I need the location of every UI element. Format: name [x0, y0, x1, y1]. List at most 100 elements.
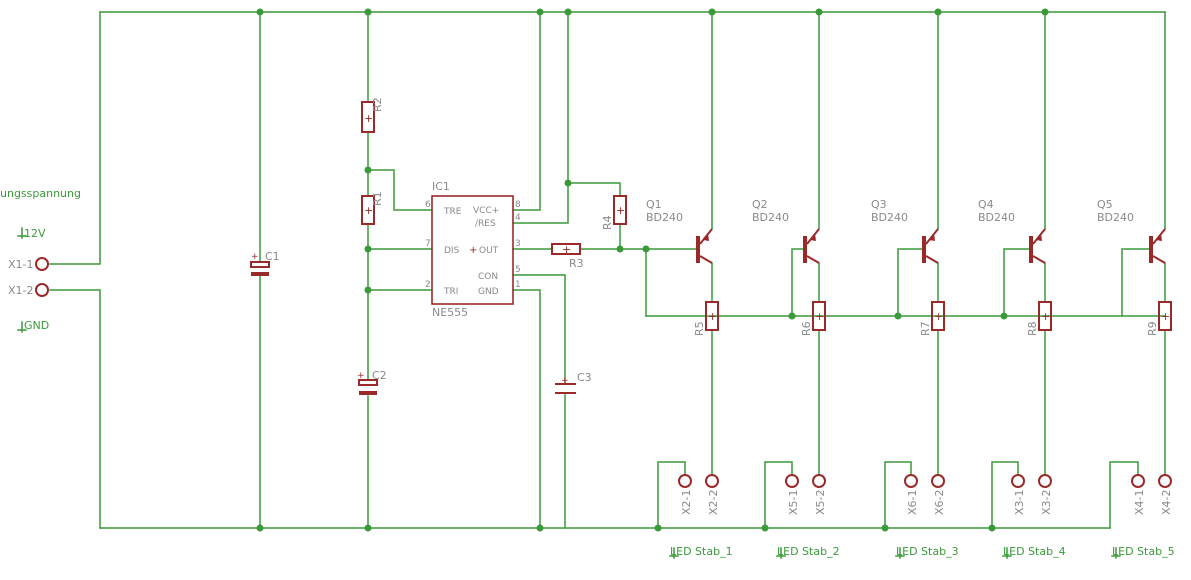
net-label-led-stab-2: LED Stab_2: [777, 545, 840, 558]
pin-num-res: 4: [515, 213, 521, 223]
connector-pad: [785, 474, 799, 488]
junction-dot: [881, 524, 889, 532]
ref-r4: R4: [601, 215, 614, 230]
pin-label-x1-1: X1-1: [8, 258, 34, 271]
net-label-12v: 12V: [24, 227, 46, 240]
pin-name-tri: TRI: [443, 287, 458, 297]
led-net-labels: LED Stab_1 LED Stab_2 LED Stab_3 LED Sta…: [670, 545, 1175, 558]
pin-label-x5-2: X5-2: [814, 489, 827, 515]
junction-dot: [536, 524, 544, 532]
pin-num-tri: 2: [425, 280, 431, 290]
ref-r6: R6: [800, 321, 813, 336]
junction-dot: [642, 245, 650, 253]
junction-dot: [988, 524, 996, 532]
ref-q4: Q4: [978, 198, 994, 211]
pin-name-out: OUT: [479, 246, 499, 256]
svg-text:+: +: [708, 310, 717, 323]
ref-r2: R2: [371, 97, 384, 112]
net-label-led-stab-1: LED Stab_1: [670, 545, 733, 558]
connector-pad: [931, 474, 945, 488]
pin-num-out: 3: [515, 239, 521, 249]
connector-pad: [904, 474, 918, 488]
pin-label-x2-1: X2-1: [680, 489, 693, 515]
svg-text:+: +: [616, 204, 625, 217]
junctions: [256, 8, 1049, 532]
ic-value: NE555: [432, 306, 468, 319]
svg-text:+: +: [815, 310, 824, 323]
connector-x6: X6-1 X6-2: [904, 474, 946, 515]
transistor-q5: Q5 BD240: [1097, 198, 1166, 264]
pin-num-con: 5: [515, 265, 521, 275]
ref-c3: C3: [577, 371, 592, 384]
pin-name-tre: TRE: [443, 207, 462, 217]
ic-ne555: IC1 NE555 6 TRE 7 DIS 2 TRI 8 VCC+ 4 /RE…: [425, 180, 521, 319]
svg-text:+: +: [364, 204, 373, 217]
junction-dot: [564, 179, 572, 187]
net-label-led-stab-3: LED Stab_3: [896, 545, 959, 558]
svg-text:+: +: [364, 112, 373, 125]
pin-name-con: CON: [478, 272, 498, 282]
connector-x3: X3-1 X3-2: [1011, 474, 1053, 515]
junction-dot: [364, 524, 372, 532]
pin-label-x3-1: X3-1: [1013, 489, 1026, 515]
connector-pad: [705, 474, 719, 488]
pin-name-gnd: GND: [478, 287, 499, 297]
value-q2: BD240: [752, 211, 789, 224]
junction-dot: [934, 8, 942, 16]
svg-text:+: +: [934, 310, 943, 323]
value-q1: BD240: [646, 211, 683, 224]
junction-dot: [564, 8, 572, 16]
connector-x1: ungsspannung 12V X1-1 X1-2 GND: [0, 187, 81, 332]
junction-dot: [708, 8, 716, 16]
capacitor-c2: + C2: [357, 369, 387, 395]
net-label-gnd: GND: [24, 319, 49, 332]
pin-name-dis: DIS: [444, 246, 460, 256]
connector-x4: X4-1 X4-2: [1131, 474, 1173, 515]
ic-ref: IC1: [432, 180, 450, 193]
ref-r9: R9: [1146, 321, 1159, 336]
ref-r5: R5: [693, 321, 706, 336]
ref-r8: R8: [1026, 321, 1039, 336]
resistor-r2: + R2: [361, 97, 384, 133]
pin-label-x2-2: X2-2: [707, 489, 720, 515]
junction-dot: [815, 8, 823, 16]
connector-x5: X5-1 X5-2: [785, 474, 827, 515]
resistor-r1: + R1: [361, 191, 384, 225]
resistor-r9: + R9: [1146, 301, 1172, 336]
resistor-r4: + R4: [601, 195, 627, 230]
ref-r7: R7: [919, 321, 932, 336]
transistor-q4: Q4 BD240: [978, 198, 1046, 264]
junction-dot: [364, 166, 372, 174]
svg-text:+: +: [469, 245, 477, 256]
pin-label-x6-1: X6-1: [906, 489, 919, 515]
transistor-q2: Q2 BD240: [752, 198, 820, 264]
pin-label-x6-2: X6-2: [933, 489, 946, 515]
ref-c1: C1: [265, 250, 280, 263]
junction-dot: [364, 245, 372, 253]
pin-name-res: /RES: [475, 219, 496, 229]
resistor-r7: + R7: [919, 301, 945, 336]
pin-label-x4-1: X4-1: [1133, 489, 1146, 515]
transistor-q3: Q3 BD240: [871, 198, 939, 264]
pin-label-x3-2: X3-2: [1040, 489, 1053, 515]
junction-dot: [364, 8, 372, 16]
wires: [17, 11, 1166, 559]
ref-r1: R1: [371, 191, 384, 206]
connector-pad: [1131, 474, 1145, 488]
pin-num-dis: 7: [425, 239, 431, 249]
supply-net-label: ungsspannung: [0, 187, 81, 200]
junction-dot: [616, 245, 624, 253]
value-q3: BD240: [871, 211, 908, 224]
svg-text:+: +: [357, 371, 365, 381]
connector-pad: [35, 257, 49, 271]
svg-text:+: +: [561, 376, 569, 386]
connector-pad: [35, 283, 49, 297]
svg-text:+: +: [251, 252, 259, 262]
ref-c2: C2: [372, 369, 387, 382]
pin-label-x1-2: X1-2: [8, 284, 34, 297]
junction-dot: [1000, 312, 1008, 320]
capacitor-c3: + C3: [555, 371, 592, 394]
pin-num-tre: 6: [425, 200, 431, 210]
value-q5: BD240: [1097, 211, 1134, 224]
